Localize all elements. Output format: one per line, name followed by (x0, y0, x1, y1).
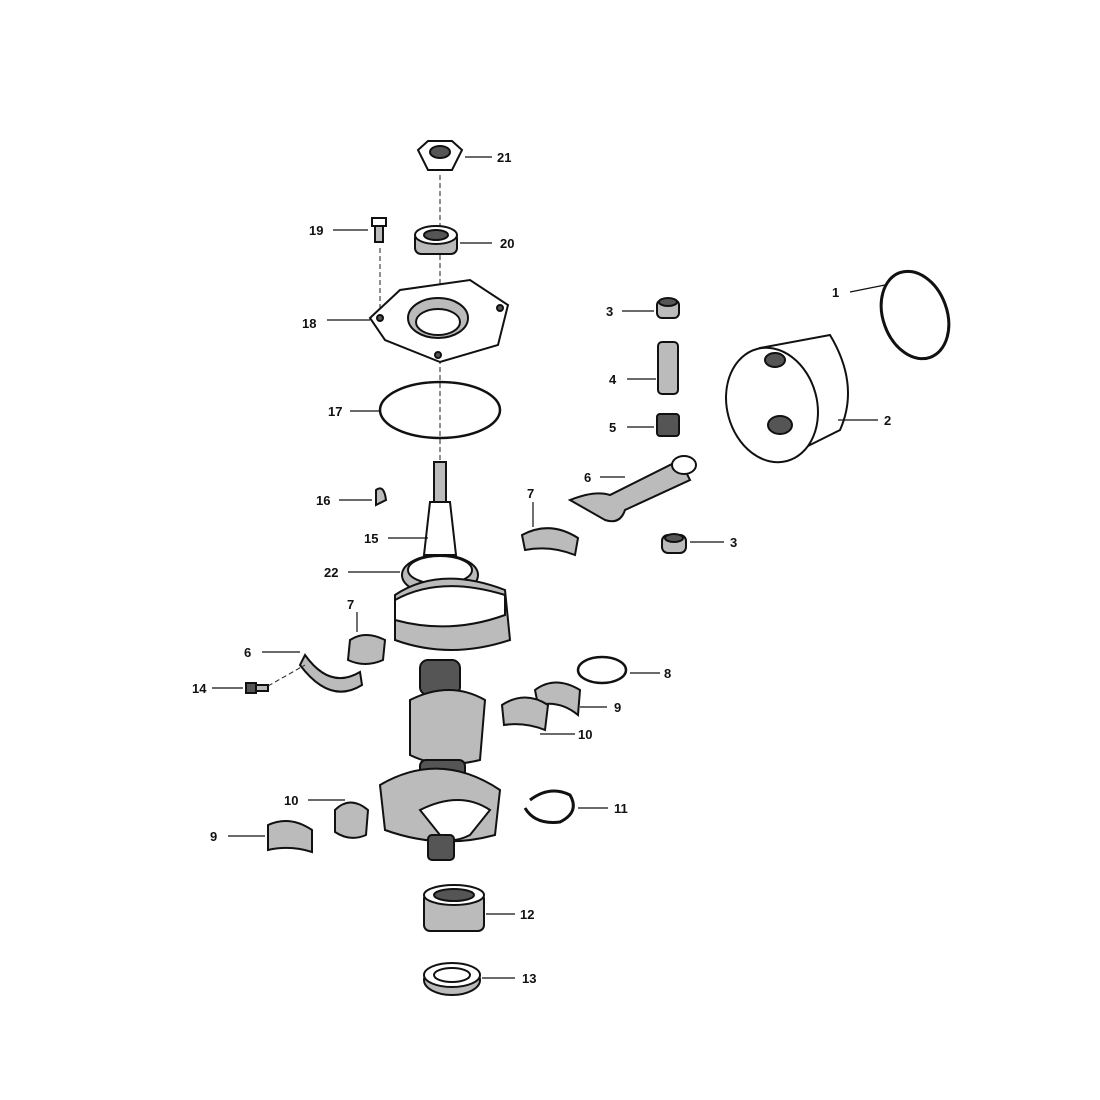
callout-5: 5 (609, 420, 616, 435)
callout-2: 2 (884, 413, 891, 428)
part-wrist-pin (657, 341, 679, 395)
part-bearing-race-left (267, 820, 313, 854)
part-needle-bearing-left (346, 634, 387, 665)
callout-7-right: 7 (527, 486, 534, 501)
callout-18: 18 (302, 316, 316, 331)
callout-4: 4 (609, 372, 617, 387)
part-bolt (371, 217, 387, 243)
part-connecting-rod (567, 455, 697, 523)
part-piston (725, 333, 849, 464)
part-o-ring (378, 380, 502, 440)
part-roller-bearing (423, 884, 485, 932)
part-needle-bearing-lower-right (500, 696, 550, 732)
callout-9-left: 9 (210, 829, 217, 844)
callout-22: 22 (324, 565, 338, 580)
part-needle-bearing-lower-left (334, 801, 370, 839)
part-retaining-ring (576, 655, 628, 685)
callout-8: 8 (664, 666, 671, 681)
part-cap-screw (245, 682, 269, 694)
part-needle-bearing-right (520, 527, 580, 557)
callout-16: 16 (316, 493, 330, 508)
callout-20: 20 (500, 236, 514, 251)
part-woodruff-key (375, 487, 388, 507)
callout-21: 21 (497, 150, 511, 165)
callout-17: 17 (328, 404, 342, 419)
part-snap-ring (523, 789, 575, 824)
callout-19: 19 (309, 223, 323, 238)
callout-13: 13 (522, 971, 536, 986)
callout-9-right: 9 (614, 700, 621, 715)
callout-1: 1 (832, 285, 839, 300)
part-seal (414, 225, 458, 255)
part-piston-ring (879, 269, 951, 361)
part-bushing-lower (661, 533, 687, 554)
part-bearing-housing (368, 278, 510, 364)
callout-3-top: 3 (606, 304, 613, 319)
part-crankshaft (378, 461, 512, 861)
callout-12: 12 (520, 907, 534, 922)
callout-11: 11 (614, 801, 628, 816)
part-bushing-top (656, 297, 680, 319)
callout-6-right: 6 (584, 470, 591, 485)
callout-14: 14 (192, 681, 207, 696)
part-nut (416, 140, 464, 171)
part-seal-lower (423, 962, 481, 996)
callout-15: 15 (364, 531, 378, 546)
callout-3-lower: 3 (730, 535, 737, 550)
part-wrist-pin-bearing (656, 413, 680, 437)
callout-10-left: 10 (284, 793, 298, 808)
callout-7-left: 7 (347, 597, 354, 612)
part-rod-cap (298, 653, 364, 693)
callout-6-left: 6 (244, 645, 251, 660)
callout-10-right: 10 (578, 727, 592, 742)
